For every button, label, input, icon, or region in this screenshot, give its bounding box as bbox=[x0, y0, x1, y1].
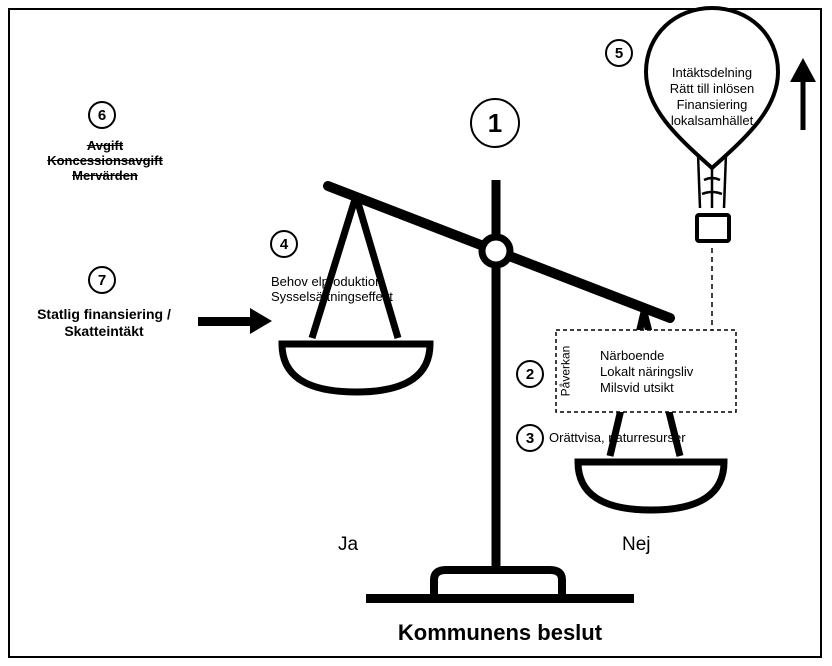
marker-5: 5 bbox=[605, 39, 633, 67]
decision-title: Kommunens beslut bbox=[397, 620, 603, 645]
item5-line3: Finansiering bbox=[676, 97, 748, 112]
pan-label-nej: Nej bbox=[622, 534, 651, 555]
item6-text: Avgift Koncessionsavgift Mervärden bbox=[30, 138, 180, 183]
left-hanger-right bbox=[352, 195, 402, 339]
scale-pivot bbox=[478, 233, 514, 269]
up-arrow-icon bbox=[790, 58, 816, 82]
diagram-frame bbox=[8, 8, 822, 658]
item2-line3: Milsvid utsikt bbox=[600, 380, 674, 395]
item4-text: Behov elproduktion Sysselsättningseffekt bbox=[271, 274, 393, 304]
marker-1: 1 bbox=[470, 98, 520, 148]
impact-side-label: Påverkan bbox=[558, 345, 573, 397]
item2-line1: Närboende bbox=[600, 348, 665, 363]
marker-2: 2 bbox=[516, 360, 544, 388]
item5-line1: Intäktsdelning bbox=[671, 65, 753, 80]
left-hanger-left bbox=[308, 194, 360, 340]
item7-line1: Statlig finansiering / bbox=[37, 306, 171, 322]
balloon-basket bbox=[695, 213, 731, 243]
right-pan bbox=[574, 458, 728, 514]
item4-line2: Sysselsättningseffekt bbox=[271, 289, 393, 304]
balloon-envelope bbox=[643, 5, 781, 171]
item2-text: Närboende Lokalt näringsliv Milsvid utsi… bbox=[600, 348, 693, 396]
item6-line2: Koncessionsavgift bbox=[47, 153, 163, 168]
scale-base-bar bbox=[366, 594, 634, 603]
item5-line4: lokalsamhället bbox=[670, 113, 754, 128]
marker-3: 3 bbox=[516, 424, 544, 452]
item5-line2: Rätt till inlösen bbox=[669, 81, 755, 96]
item7-text: Statlig finansiering / Skatteintäkt bbox=[14, 306, 194, 340]
balloon-ropes bbox=[696, 153, 728, 209]
impact-side-label-wrap: Påverkan bbox=[556, 332, 576, 410]
marker-7: 7 bbox=[88, 266, 116, 294]
pan-label-ja: Ja bbox=[338, 534, 359, 555]
item5-text: Intäktsdelning Rätt till inlösen Finansi… bbox=[662, 65, 762, 129]
right-arrow-icon bbox=[250, 308, 272, 334]
item7-line2: Skatteintäkt bbox=[64, 323, 144, 339]
left-pan bbox=[278, 340, 434, 396]
right-arrow-shaft bbox=[198, 317, 254, 326]
scale-foot bbox=[430, 566, 566, 594]
item6-line3: Mervärden bbox=[72, 168, 138, 183]
item4-line1: Behov elproduktion bbox=[271, 274, 383, 289]
item2-line2: Lokalt näringsliv bbox=[600, 364, 694, 379]
impact-box bbox=[555, 329, 737, 413]
item3-text: Orättvisa, naturresurser bbox=[549, 430, 686, 445]
item6-line1: Avgift bbox=[86, 138, 124, 153]
marker-6: 6 bbox=[88, 101, 116, 129]
marker-4: 4 bbox=[270, 230, 298, 258]
